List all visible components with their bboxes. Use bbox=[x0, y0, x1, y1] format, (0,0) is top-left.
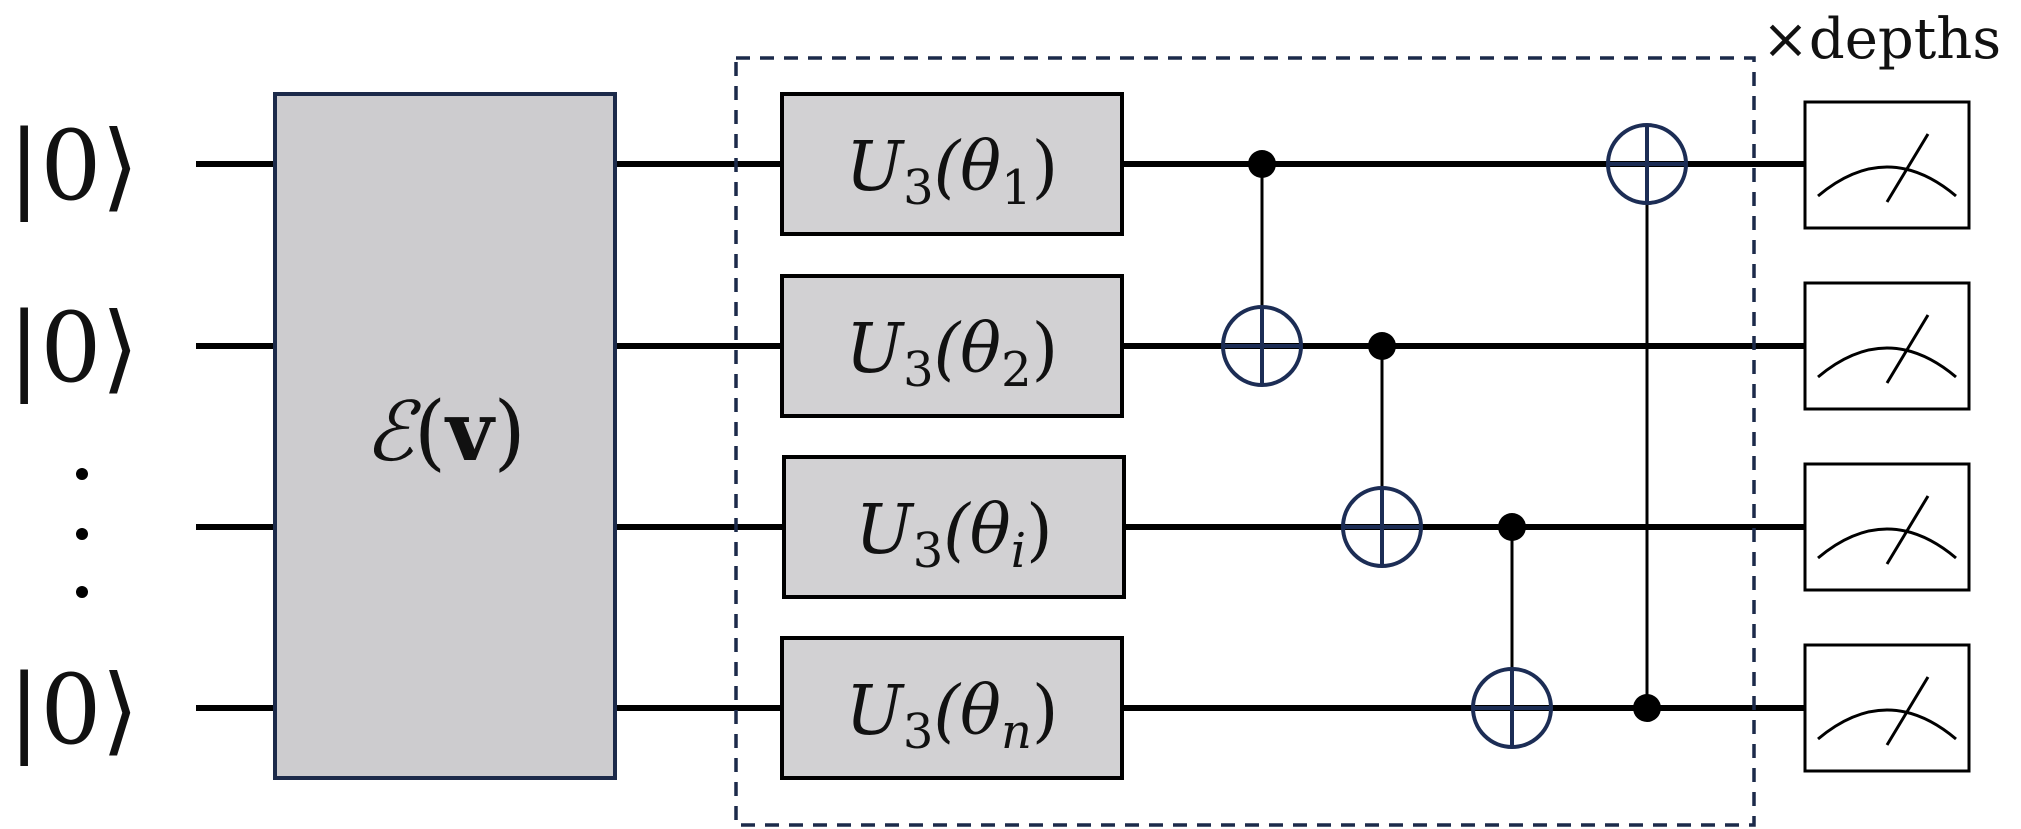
control-dot bbox=[1498, 513, 1526, 541]
control-dot bbox=[1368, 332, 1396, 360]
measurements bbox=[1803, 100, 1971, 773]
u3-gate-label: U3(θ2) bbox=[846, 310, 1058, 398]
meter-icon bbox=[1803, 462, 1971, 592]
control-dot bbox=[1633, 694, 1661, 722]
cnot-i-to-n bbox=[1471, 513, 1553, 749]
u3-gate-label: U3(θn) bbox=[846, 672, 1059, 760]
cnot-2-to-i bbox=[1341, 332, 1423, 568]
control-dot bbox=[1248, 150, 1276, 178]
u3-gate-box bbox=[780, 92, 1124, 236]
encoder-block: ℰ(v) bbox=[273, 92, 617, 780]
ellipsis-dot bbox=[76, 528, 88, 540]
meter-icon bbox=[1803, 281, 1971, 411]
ket-zero-1: |0⟩ bbox=[8, 110, 139, 222]
depth-repeat-label: ×depths bbox=[1762, 7, 2001, 72]
variational-layer: ×depths bbox=[734, 7, 2001, 827]
ellipsis-dot bbox=[76, 586, 88, 598]
ellipsis-dot bbox=[76, 468, 88, 480]
u3-gate-n: U3(θn) bbox=[780, 636, 1124, 780]
encoder-box bbox=[273, 92, 617, 780]
u3-gate-i: U3(θi) bbox=[782, 455, 1126, 599]
u3-gate-label: U3(θi) bbox=[855, 491, 1052, 579]
encoder-label: ℰ(v) bbox=[364, 384, 525, 480]
u3-gate-label: U3(θ1) bbox=[846, 128, 1058, 216]
cnot-gates bbox=[1221, 123, 1688, 749]
meter-icon bbox=[1803, 643, 1971, 773]
rotation-gates: U3(θ1) U3(θ2) U3(θi) U3(θn) bbox=[780, 92, 1126, 780]
meter-icon bbox=[1803, 100, 1971, 230]
u3-gate-box bbox=[782, 455, 1126, 599]
u3-gate-box bbox=[780, 274, 1124, 418]
encoder-close-paren: ) bbox=[494, 385, 526, 480]
ket-zero-n: |0⟩ bbox=[8, 654, 139, 766]
cnot-n-to-1 bbox=[1606, 123, 1688, 722]
encoder-open-paren: ( bbox=[414, 385, 446, 480]
encoder-script-e: ℰ bbox=[364, 385, 421, 480]
ket-zero-2: |0⟩ bbox=[8, 292, 139, 404]
u3-gate-box bbox=[780, 636, 1124, 780]
vertical-ellipsis bbox=[76, 468, 88, 598]
encoder-vector-v: v bbox=[444, 384, 496, 480]
cnot-1-to-2 bbox=[1221, 150, 1303, 387]
layer-dashed-box bbox=[734, 56, 1756, 827]
qubit-inputs: |0⟩ |0⟩ |0⟩ bbox=[8, 110, 139, 766]
u3-gate-2: U3(θ2) bbox=[780, 274, 1124, 418]
u3-gate-1: U3(θ1) bbox=[780, 92, 1124, 236]
